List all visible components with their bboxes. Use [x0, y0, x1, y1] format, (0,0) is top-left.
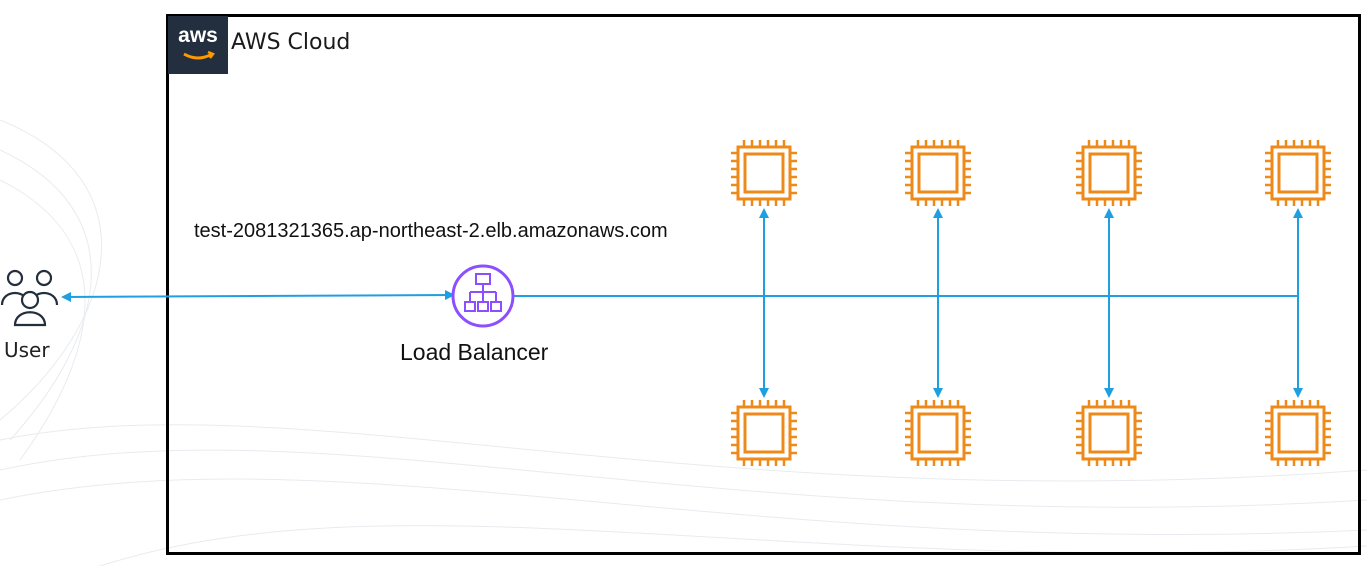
ec2-instance-icon	[1076, 140, 1142, 206]
ec2-instance-icon	[1265, 140, 1331, 206]
ec2-instance-icon	[1076, 400, 1142, 466]
user-label: User	[4, 338, 50, 362]
user-lb-connector	[61, 290, 455, 302]
cloud-title: AWS Cloud	[231, 30, 351, 55]
aws-logo: aws	[168, 16, 228, 74]
aws-smile-icon	[183, 50, 215, 60]
users-icon	[0, 269, 59, 327]
ec2-instance-icon	[1265, 400, 1331, 466]
ec2-instance-icon	[905, 400, 971, 466]
lb-dns-name: test-2081321365.ap-northeast-2.elb.amazo…	[194, 220, 668, 242]
ec2-instance-icon	[905, 140, 971, 206]
aws-cloud-group	[166, 14, 1361, 555]
ec2-instance-icon	[731, 400, 797, 466]
ec2-instance-icon	[731, 140, 797, 206]
aws-logo-text: aws	[178, 24, 218, 47]
lb-label: Load Balancer	[400, 339, 549, 365]
load-balancer-icon	[451, 264, 515, 328]
